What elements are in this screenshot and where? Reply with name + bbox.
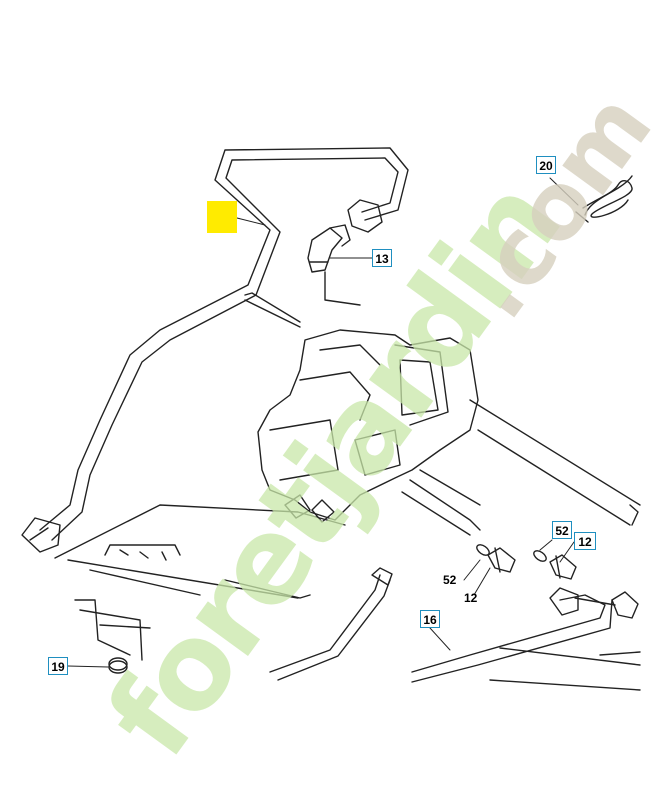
spring-20 xyxy=(575,175,633,223)
frame-outline xyxy=(54,504,346,661)
small-rod xyxy=(244,292,301,328)
elbow-fitting-13 xyxy=(307,224,361,306)
fitting-12-right xyxy=(549,554,577,580)
transmission-unit xyxy=(257,329,641,536)
hose-16 xyxy=(411,587,641,691)
callout-16: 16 xyxy=(420,610,440,628)
o-ring-52-right xyxy=(533,550,547,562)
callout-20: 20 xyxy=(536,156,556,174)
callout-13: 13 xyxy=(372,249,392,267)
clamp-19 xyxy=(108,657,128,674)
hose-loose xyxy=(269,567,393,681)
callout-52-plain: 52 xyxy=(443,573,457,587)
fitting-12-left xyxy=(487,547,516,573)
hydraulic-pipe-long xyxy=(21,147,409,553)
callout-19: 19 xyxy=(48,657,68,675)
callout-12-boxed: 12 xyxy=(574,532,596,550)
callout-52-boxed: 52 xyxy=(552,521,572,539)
pipe-nut-fitting xyxy=(347,199,383,233)
leader-lines xyxy=(67,177,579,668)
callout-12-plain: 12 xyxy=(464,591,478,605)
highlight-callout xyxy=(207,201,237,233)
